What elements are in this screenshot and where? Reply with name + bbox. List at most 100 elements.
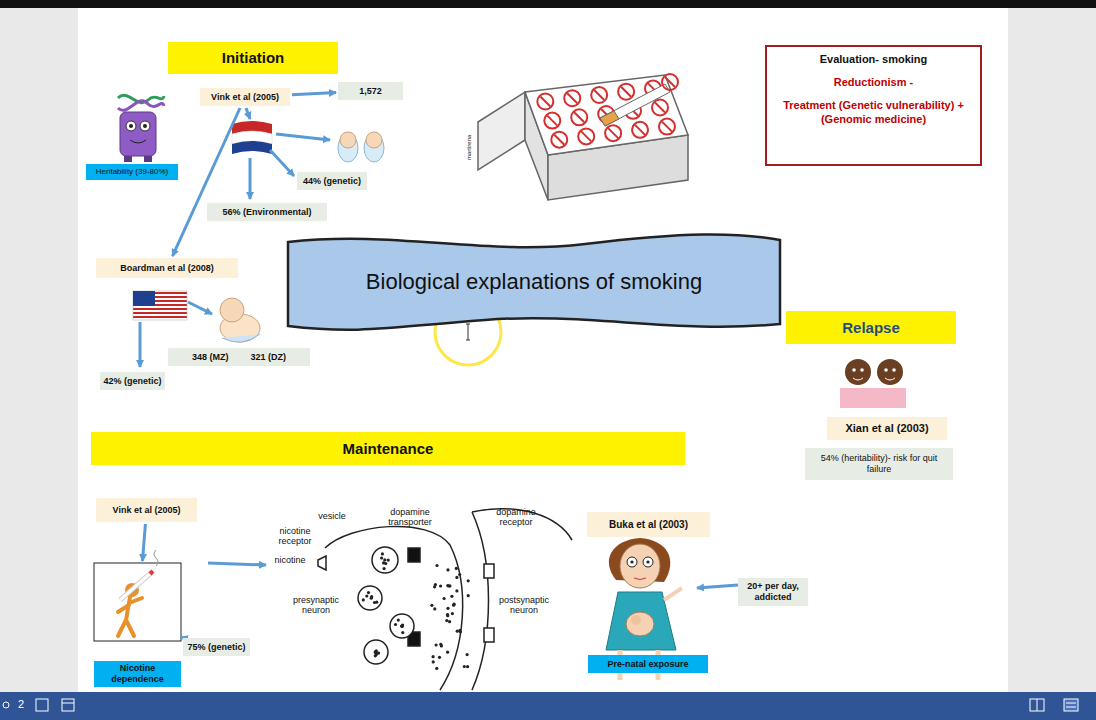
smoking-figure [94,550,181,641]
circle-shape [365,594,368,597]
line-shape [554,135,564,145]
text-box: Initiation [168,42,338,74]
circle-shape [373,601,376,604]
circle-shape [383,567,386,570]
path-shape [120,572,152,600]
line-shape [249,158,252,199]
circle-shape [463,665,466,668]
part-label: postsynaptic neuron [494,596,554,616]
circle-shape [446,651,449,654]
circle-shape [374,650,377,653]
banner-shape [288,234,780,329]
circle-shape [439,643,442,646]
text-box: Boardman et al (2008) [96,258,238,278]
line-shape [665,77,675,87]
cigarette-ends [537,80,675,147]
node-text: Evaluation- smoking [820,53,928,66]
line-shape [276,134,330,140]
circle-shape [374,650,377,653]
part-label: vesicle [312,512,352,522]
circle-shape [446,613,449,616]
circle-shape [877,359,903,385]
circle-shape [564,90,580,106]
artist-signature: martirena [466,122,473,172]
circle-shape [446,568,449,571]
circle-shape [662,74,678,90]
circle-shape [374,651,377,654]
circle-shape [455,567,458,570]
path-shape [222,334,260,342]
dna-character [118,95,164,162]
circle-shape [452,604,455,607]
path-shape [853,378,895,380]
circle-shape [455,576,458,579]
twin-babies-relapse [840,359,906,408]
line-shape [1066,707,1076,708]
line-shape [594,90,604,100]
part-label: nicotine receptor [270,527,320,547]
text-box: 1,572 [338,82,403,100]
line-shape [574,112,584,122]
circle-shape [370,597,373,600]
circle-shape [845,359,871,385]
text-box: 75% (genetic) [183,638,250,656]
circle-shape [381,552,384,555]
part-label: dopamine transporter [380,508,440,528]
circle-shape [453,603,456,606]
node-text: Reductionism - [834,76,913,89]
line-shape [567,93,577,103]
line-shape [1037,699,1038,711]
rect-shape [36,699,48,711]
rect-shape [1030,699,1044,711]
circle-shape [435,564,438,567]
text-box: Maintenance [91,432,685,465]
circle-shape [892,368,896,372]
circle-shape [397,619,400,622]
text-box: Xian et al (2003) [827,417,947,440]
rect-shape [408,548,420,562]
circle-shape [466,653,469,656]
circle-shape [646,560,649,563]
rect-shape [120,112,156,156]
path-shape [118,597,142,636]
line-shape [188,302,212,314]
circle-shape [467,594,470,597]
leader-arrows [140,108,738,588]
node-text: Buka et al (2003) [609,519,688,531]
node-text: Pre-natal exposure [607,659,688,670]
node-text: Initiation [222,49,285,67]
picture-box: Nicotine dependence [94,563,181,687]
cigarette-box [478,75,688,200]
part-label: nicotine [268,556,312,566]
circle-shape [380,556,383,559]
circle-shape [434,583,437,586]
circle-shape [446,584,449,587]
arrow-connector [173,108,241,256]
synapse-diagram [318,509,572,690]
circle-shape [366,132,382,148]
circle-shape [400,624,403,627]
line-shape [246,108,250,119]
circle-shape [455,589,458,592]
rect-shape [484,628,494,642]
circle-shape [652,100,668,116]
line-shape [270,150,294,176]
node-text: 44% (genetic) [303,176,361,187]
path-shape [600,84,670,126]
text-box: Vink et al (2005) [96,498,197,522]
circle-shape [3,702,9,708]
circle-shape [443,597,446,600]
circle-shape [439,584,442,587]
line-shape [655,103,665,113]
circle-shape [537,93,553,109]
circle-shape [852,368,856,372]
rect-shape [1064,699,1078,711]
text-box: Vink et al (2005) [200,88,290,106]
status-icons [3,699,1078,711]
path-shape [232,141,272,154]
path-shape [600,111,619,126]
line-shape [608,128,618,138]
text-box: Buka et al (2003) [587,512,710,537]
circle-shape [451,612,454,615]
circle-shape [435,667,438,670]
